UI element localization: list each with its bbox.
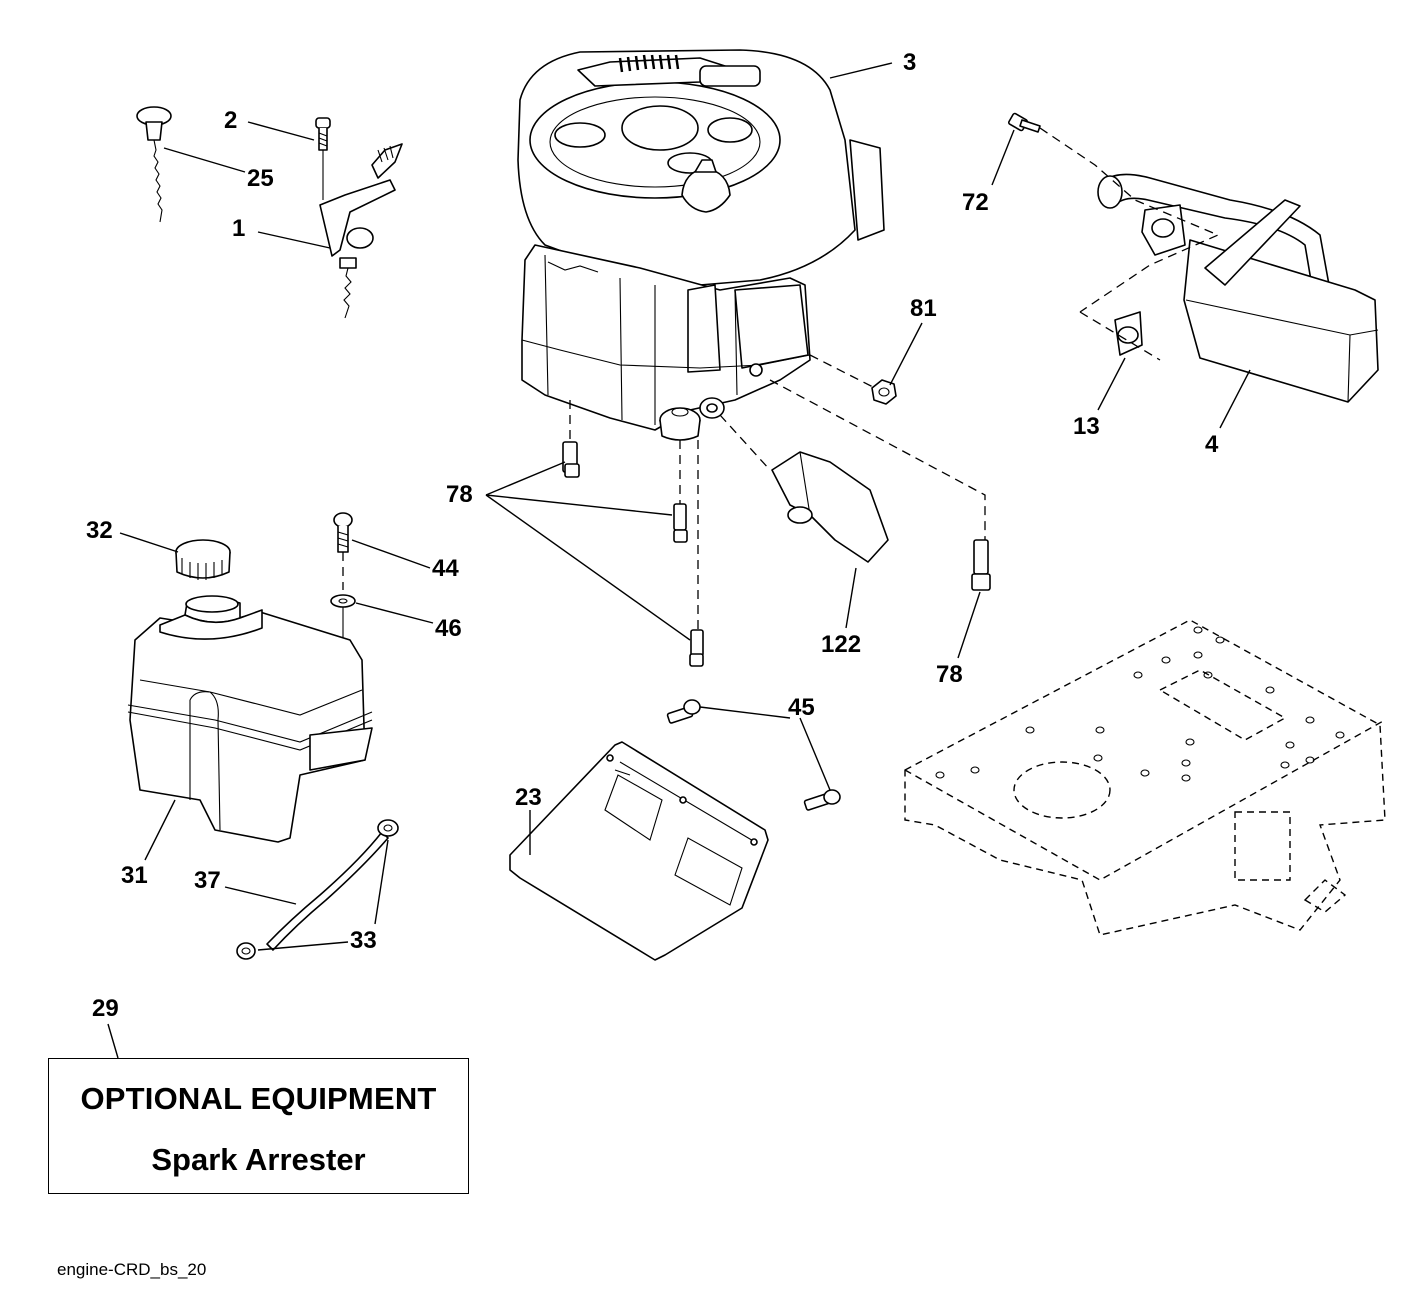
callout-122: 122 [821,631,861,658]
optional-equipment-subtitle: Spark Arrester [151,1142,366,1177]
deflector-shield-part [771,451,889,563]
screw-part-44 [333,512,353,553]
callout-13: 13 [1073,413,1100,440]
hose-clamp-part-b [236,942,256,960]
bolt-part-78-d [971,539,991,591]
screw-part-45-b [803,789,841,811]
fuel-tank-part [127,595,373,843]
callout-23: 23 [515,784,542,811]
callout-1: 1 [232,215,245,242]
fuel-line-part [266,831,389,951]
optional-equipment-box: OPTIONAL EQUIPMENT Spark Arrester [48,1058,469,1194]
callout-37: 37 [194,867,221,894]
callout-4: 4 [1205,431,1219,458]
callout-81: 81 [910,295,937,322]
choke-knob-part [136,106,172,223]
tractor-frame-part [904,619,1386,936]
callout-3: 3 [903,49,916,76]
callout-29: 29 [92,995,119,1022]
drawing-id-label: engine-CRD_bs_20 [57,1260,207,1279]
optional-equipment-title: OPTIONAL EQUIPMENT [80,1081,437,1116]
callout-78-right: 78 [936,661,963,688]
bolt-part-78-b [673,503,688,543]
screw-part-45-a [666,699,701,724]
muffler-part [1097,173,1379,403]
callout-44: 44 [432,555,459,582]
callout-45: 45 [788,694,815,721]
callout-25: 25 [247,165,274,192]
engine-part [517,49,885,441]
callout-72: 72 [962,189,989,216]
bolt-part-78-a [562,441,580,478]
hose-clamp-part-a [377,819,399,837]
callout-2: 2 [224,107,237,134]
callout-32: 32 [86,517,113,544]
leader-lines [107,62,1251,1059]
callout-33: 33 [350,927,377,954]
callout-46: 46 [435,615,462,642]
screw-part-2 [315,117,331,200]
assembly-lines [342,127,1220,630]
heat-shield-plate-part [509,741,769,961]
bolt-part-78-c [689,629,704,667]
bolt-part-72 [1008,112,1041,133]
callout-78-left: 78 [446,481,473,508]
nut-part [871,379,897,405]
gasket-part [1114,311,1143,356]
callout-31: 31 [121,862,148,889]
fuel-cap-part [175,539,231,580]
throttle-control-part [319,143,403,319]
